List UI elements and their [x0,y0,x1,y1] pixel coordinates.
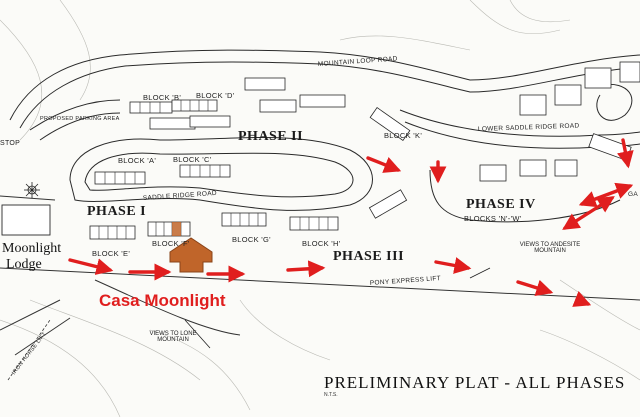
moonlight-lodge-line1: Moonlight [2,241,62,256]
block-k-label: BLOCK 'K' [384,131,423,140]
arrow-1 [68,258,114,275]
block-c-label: BLOCK 'C' [173,155,212,164]
phase-4-blocks-label: BLOCKS 'N'-'W' [464,214,522,223]
arrow-9 [572,291,592,307]
block-e-label: BLOCK 'E' [92,249,131,258]
view-indicators [184,267,491,349]
compass-symbol [24,182,40,198]
double-arrow-2 [578,182,634,208]
double-arrows [562,182,634,230]
moonlight-lodge-building [1,204,51,236]
map-title: PRELIMINARY PLAT - ALL PHASES [324,373,626,392]
iron-horse-lift-line [7,319,51,381]
block-a-label: BLOCK 'A' [118,156,157,165]
arrow-8 [516,279,554,297]
arrow-4 [286,260,326,278]
phase-1-label: PHASE I [87,204,147,219]
lots [89,61,640,240]
parking-area-label: PROPOSED PARKING AREA [40,116,120,122]
mountain-loop-road [9,49,640,129]
phase-2-label: PHASE II [238,129,304,144]
block-f-label: BLOCK 'F' [152,239,190,248]
moonlight-lodge-line2: Lodge [6,257,42,272]
saddle-ridge-road [29,99,373,211]
casa-moonlight-lot-highlight [172,222,181,236]
block-b-label: BLOCK 'B' [143,93,182,102]
views-andesite-label: VIEWS TO ANDESITE MOUNTAIN [519,242,581,254]
edge-label-ga: GA [628,191,638,198]
block-d-label: BLOCK 'D' [196,91,235,100]
casa-moonlight-callout: Casa Moonlight [99,291,226,310]
arrow-10 [616,138,634,169]
casa-moonlight-marker [169,237,213,273]
views-lone-mountain-label: VIEWS TO LONE MOUNTAIN [149,331,197,343]
red-flow-arrows [68,138,634,307]
block-h-label: BLOCK 'H' [302,239,341,248]
block-g-label: BLOCK 'G' [232,235,271,244]
scale-note: N.T.S. [324,392,338,398]
phase-4-label: PHASE IV [466,197,536,212]
arrow-7 [434,257,472,274]
arrow-5 [366,156,402,173]
phase-3-label: PHASE III [333,249,405,264]
stop-label: STOP [0,140,21,147]
